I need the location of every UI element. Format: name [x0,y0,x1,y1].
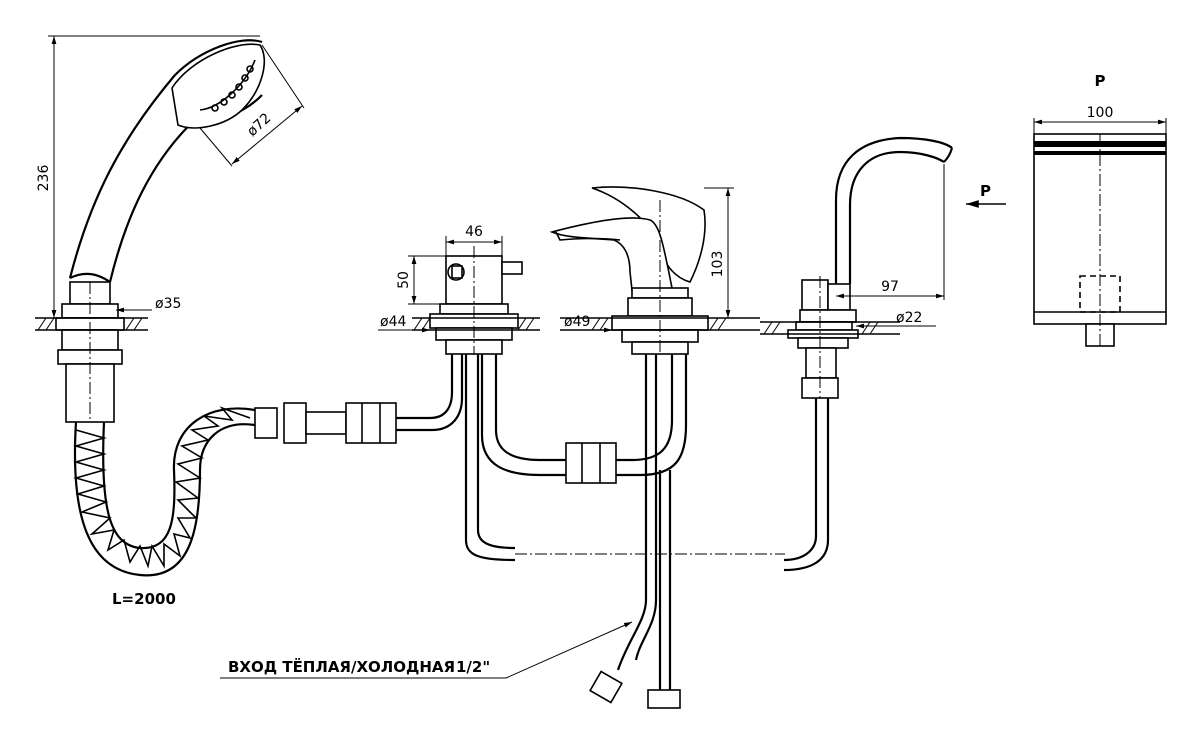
crossover-connector [565,354,688,484]
dimension-valve-width: 46 [445,224,503,256]
side-view-p: P 100 [1033,72,1167,347]
mixer-height-text: 103 [710,251,726,278]
dimension-valve-height: 50 [396,255,446,305]
valve-width-text: 46 [465,224,483,240]
dimension-spout-reach: 97 [836,164,945,300]
inlet-size-label: 1/2" [456,658,490,676]
mixer-body [549,186,709,709]
deck-valve [412,317,540,331]
mixer-base-dia-text: ø49 [564,314,590,330]
view-arrow-label: P [980,182,991,200]
bath-spout [783,136,954,572]
spray-holes [211,65,254,112]
shower-base-dia-text: ø35 [155,296,181,312]
view-arrow: P [966,182,1006,208]
hose-fittings [254,345,464,444]
valve-height-text: 50 [396,271,412,289]
shower-head-dia-text: ø72 [244,110,274,140]
deck-spout [760,321,900,335]
inlet-annotation: ВХОД ТЁПЛАЯ/ХОЛОДНАЯ 1/2" [220,621,633,679]
dimension-spout-base: ø22 [856,310,936,329]
view-title: P [1095,72,1106,90]
dimension-shower-height: 236 [36,35,260,319]
valve-base-dia-text: ø44 [380,314,406,330]
dimension-shower-base: ø35 [116,296,181,313]
hose-length-label: L=2000 [112,590,176,608]
spout-base-dia-text: ø22 [896,310,922,326]
hand-shower [55,39,266,423]
spout-reach-text: 97 [881,279,899,295]
dimension-mixer-height: 103 [704,187,734,319]
inlet-label: ВХОД ТЁПЛАЯ/ХОЛОДНАЯ [228,657,455,676]
dimension-mixer-base: ø49 [562,314,612,333]
shower-hose: L=2000 [73,406,256,608]
dimension-valve-base: ø44 [378,314,430,333]
side-view-width-text: 100 [1087,105,1114,121]
shower-height-text: 236 [36,165,52,192]
